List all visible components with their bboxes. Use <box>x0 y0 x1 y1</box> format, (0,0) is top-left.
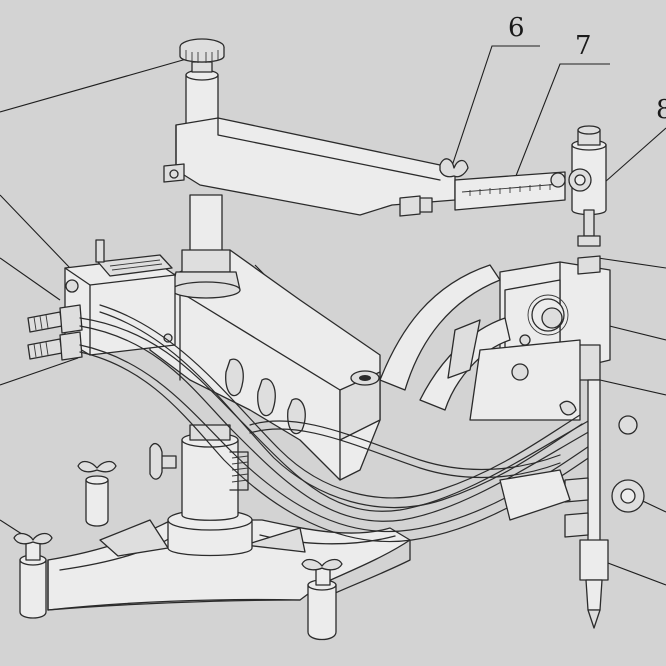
callout-7: 7 <box>575 31 592 61</box>
curved-brace <box>379 264 581 421</box>
leader-line-7 <box>511 63 610 187</box>
motor-box <box>64 239 176 356</box>
leader-line-left-1 <box>0 194 71 269</box>
leader-line-6 <box>449 45 540 173</box>
horizontal-arm <box>163 117 566 217</box>
leader-line-left-2 <box>0 257 61 301</box>
hoses <box>79 304 601 543</box>
callout-8: 8 <box>656 95 666 125</box>
callout-6: 6 <box>508 13 525 43</box>
cutting-torch <box>499 379 645 629</box>
leader-line-8 <box>604 127 666 183</box>
tripod-base <box>13 460 411 641</box>
leader-line-left-3 <box>0 357 79 386</box>
upper-torch-holder <box>568 125 607 247</box>
control-box <box>499 255 611 381</box>
hose-connectors <box>27 304 83 361</box>
leader-line-right-1 <box>597 257 666 269</box>
leader-line-right-5 <box>599 559 666 586</box>
leader-line-top-left-knob <box>0 57 191 113</box>
leader-line-right-3 <box>599 379 666 396</box>
main-body <box>149 249 381 481</box>
